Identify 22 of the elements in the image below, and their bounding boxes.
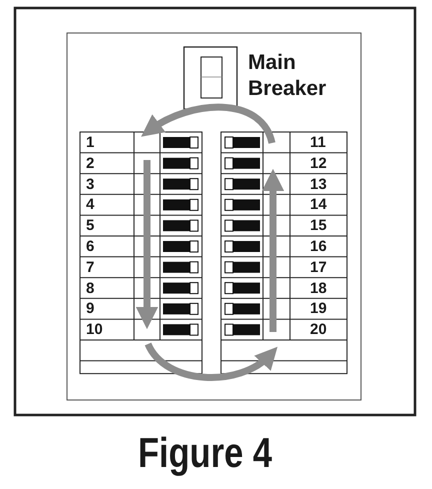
circuit-number: 8 [86,280,94,296]
figure-caption: Figure 4 [137,432,273,474]
circuit-number: 7 [86,260,94,275]
circuit-number: 12 [310,156,327,171]
circuit-number: 9 [86,301,94,316]
circuit-number: 14 [310,197,327,212]
circuit-number: 15 [310,218,327,234]
circuit-number: 5 [86,218,94,234]
main-breaker-label: Main Breaker [248,50,328,102]
circuit-number: 3 [86,176,94,192]
circuit-number: 1 [86,135,94,150]
circuit-number: 6 [86,239,94,254]
circuit-number: 19 [310,301,327,316]
circuit-number: 10 [86,322,103,338]
circuit-number: 13 [310,176,327,192]
circuit-number: 2 [86,156,94,171]
circuit-number: 4 [86,197,94,212]
circuit-number: 18 [310,280,327,296]
circuit-number: 16 [310,239,327,254]
circuit-number: 11 [310,135,326,150]
circuit-number: 17 [310,260,327,275]
circuit-number: 20 [310,322,327,338]
